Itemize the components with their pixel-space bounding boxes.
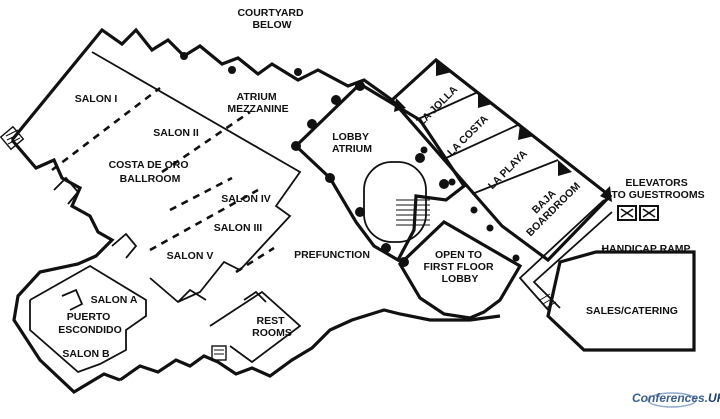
label-atrium-mezzanine: ATRIUM MEZZANINE: [227, 91, 288, 115]
divider-la-costa-la-playa: [445, 123, 521, 159]
north-wall: [10, 27, 393, 142]
stair-west-icon: [0, 125, 25, 151]
door-markers: [394, 60, 612, 202]
atrium-steps-icon: [396, 199, 430, 226]
divider-salon-v-east: [235, 246, 275, 274]
divider-salon-iv-iii: [169, 176, 233, 212]
label-lobby-atrium: LOBBY ATRIUM: [332, 131, 372, 155]
south-wall: [119, 308, 501, 382]
ballroom-wing-walls: [10, 27, 501, 394]
divider-la-playa-baja: [471, 159, 559, 195]
stair-south-icon: [211, 345, 227, 361]
label-la-jolla: LA JOLLA: [416, 83, 461, 128]
ramp-and-sales: [518, 199, 696, 352]
open-lobby-outline: [397, 220, 523, 320]
label-salon-iv: SALON IV: [221, 193, 271, 205]
label-sales-catering: SALES/CATERING: [586, 305, 678, 317]
label-salon-b: SALON B: [62, 348, 110, 360]
east-meeting-rooms: [389, 57, 613, 263]
label-ballroom: COSTA DE ORO BALLROOM: [109, 159, 192, 185]
rest-rooms-door: [243, 290, 267, 303]
elevator-icon: [617, 205, 659, 221]
logo-brand-text: Conferences: [632, 391, 705, 405]
label-salon-i: SALON I: [75, 93, 118, 105]
label-la-costa: LA COSTA: [445, 113, 491, 159]
label-salon-a: SALON A: [91, 294, 138, 306]
puerto-escondido-room: [29, 264, 147, 374]
label-open-lobby: OPEN TO FIRST FLOOR LOBBY: [424, 249, 497, 285]
label-puerto-escondido: PUERTO ESCONDIDO: [58, 311, 122, 336]
open-lobby-area: [397, 220, 523, 320]
east-rooms-outline: [389, 57, 613, 263]
label-elevators: ELEVATORS TO GUESTROOMS: [611, 177, 704, 201]
label-prefunction: PREFUNCTION: [294, 249, 370, 261]
ramp-leader-line: [601, 247, 605, 251]
label-salon-ii: SALON II: [153, 127, 199, 139]
atrium-columns: [291, 81, 449, 267]
service-jog-2: [111, 232, 138, 259]
service-jog-3: [177, 288, 207, 303]
ballroom-interior: [0, 51, 302, 304]
divider-la-jolla-la-costa: [415, 91, 479, 121]
divider-salon-i-ii: [51, 86, 161, 172]
puerto-closet: [61, 288, 84, 311]
service-jog-1: [53, 176, 80, 205]
puerto-inner-wall: [29, 264, 147, 374]
corridor-posts: [420, 146, 520, 262]
label-handicap-ramp: HANDICAP RAMP: [601, 243, 690, 255]
conferences-uk-logo: Conferences.UK: [632, 391, 720, 408]
logo-suffix-text: UK: [708, 391, 720, 405]
label-la-playa: LA PLAYA: [486, 148, 530, 192]
lobby-atrium: [180, 52, 467, 267]
ramp-stair-icon: [539, 293, 557, 309]
atrium-stair-well: [363, 161, 427, 243]
map-labels: COURTYARD BELOW SALON I SALON II COSTA D…: [58, 7, 704, 360]
north-wall-columns: [180, 52, 302, 76]
label-rest-rooms: REST ROOMS: [252, 315, 292, 339]
label-salon-iii: SALON III: [214, 222, 263, 234]
label-courtyard: COURTYARD BELOW: [237, 7, 306, 31]
sales-catering-room: [546, 250, 696, 352]
rest-rooms-wall: [209, 290, 302, 364]
label-salon-v: SALON V: [167, 250, 214, 262]
rest-rooms-block: [209, 290, 302, 364]
west-wall: [10, 138, 121, 394]
handicap-ramp-outer: [518, 199, 605, 313]
divider-salon-ii-ballroom: [161, 110, 251, 174]
svg-text:Conferences.UK: Conferences.UK: [632, 391, 720, 405]
atrium-railing: [293, 81, 467, 263]
